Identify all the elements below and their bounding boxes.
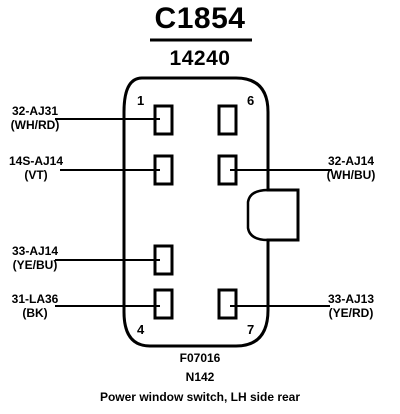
wire-circuit: 31-LA36 (11, 292, 59, 306)
connector-ref: N142 (185, 370, 215, 384)
wire-circuit: 14S-AJ14 (8, 154, 64, 168)
wire-color: (WH/RD) (10, 118, 60, 132)
wire-label-31-LA36: 31-LA36 (BK) (4, 292, 66, 320)
pin-number-6: 6 (247, 93, 255, 108)
wire-circuit: 32-AJ31 (11, 104, 59, 118)
wire-label-33-AJ14: 33-AJ14 (YE/BU) (4, 244, 66, 272)
wire-color: (VT) (24, 168, 48, 182)
pin-number-4: 4 (137, 322, 145, 337)
cavity-pin-4 (153, 288, 174, 320)
wire-circuit: 33-AJ13 (327, 292, 375, 306)
wire-color: (BK) (22, 306, 48, 320)
connector-housing (122, 76, 300, 348)
pin-number-1: 1 (137, 93, 145, 108)
wire-circuit: 32-AJ14 (327, 154, 375, 168)
cavity-pin-7 (217, 288, 238, 320)
pin-number-7: 7 (247, 322, 255, 337)
connector-key-notch (246, 188, 269, 242)
figure-code: F07016 (179, 351, 221, 365)
wire-color: (YE/RD) (328, 306, 374, 320)
wire-circuit: 33-AJ14 (11, 244, 59, 258)
connector-description: Power window switch, LH side rear (99, 390, 301, 404)
wire-label-32-AJ14: 32-AJ14 (WH/BU) (318, 154, 384, 182)
cavity-pin-6 (217, 104, 238, 136)
wire-label-14S-AJ14: 14S-AJ14 (VT) (2, 154, 70, 182)
wire-label-33-AJ13: 33-AJ13 (YE/RD) (318, 292, 384, 320)
connector-id: C1854 (154, 2, 246, 35)
wire-label-32-AJ31: 32-AJ31 (WH/RD) (4, 104, 66, 132)
wire-color: (WH/BU) (326, 168, 376, 182)
connector-part-number: 14240 (169, 47, 231, 70)
wire-color: (YE/BU) (12, 258, 58, 272)
